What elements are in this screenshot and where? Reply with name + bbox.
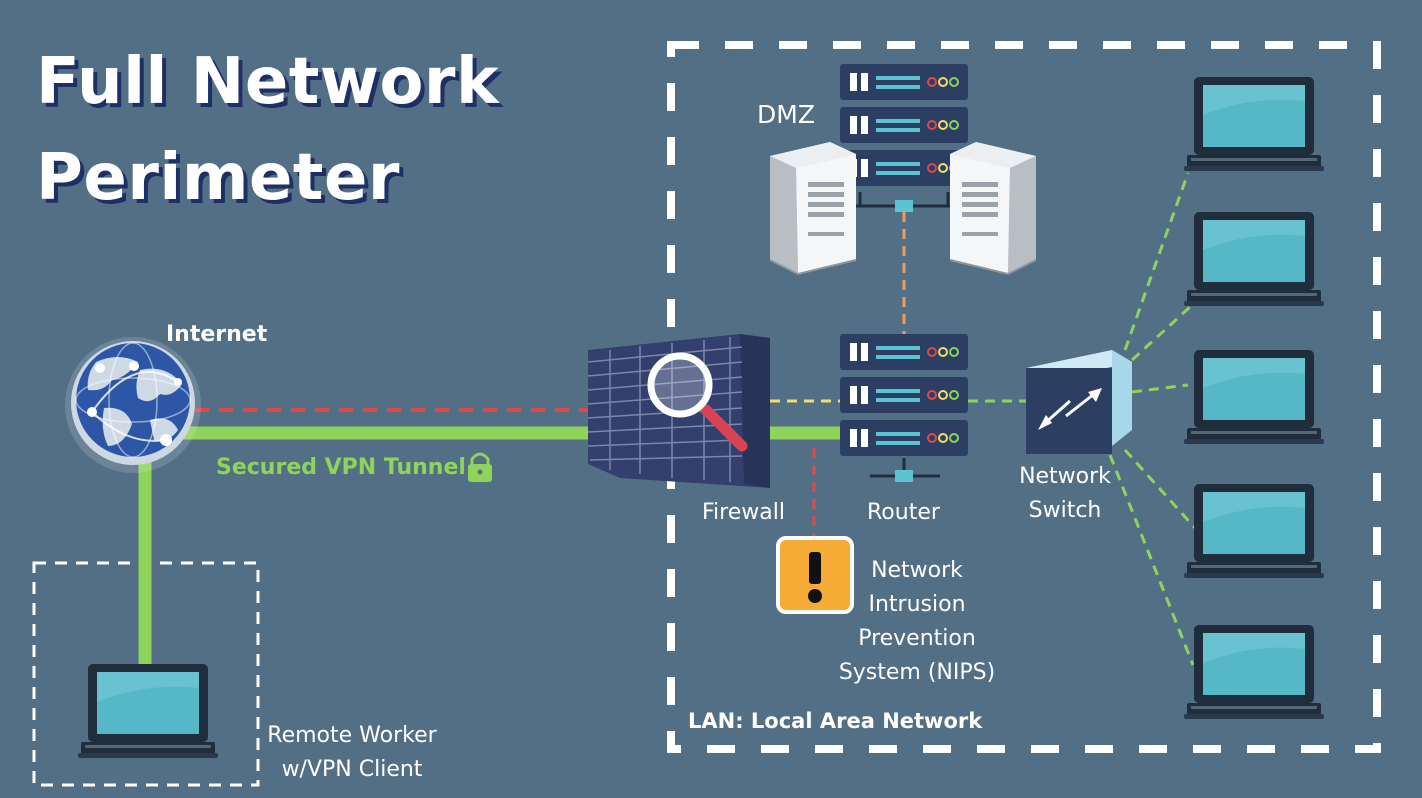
tower-server-icon bbox=[949, 141, 1037, 275]
laptop-icon bbox=[1184, 77, 1324, 171]
dmz-label: DMZ bbox=[757, 100, 815, 129]
switch-laptop-links bbox=[1108, 172, 1197, 666]
dmz-rack-icon bbox=[839, 63, 969, 212]
laptop-icon bbox=[1184, 212, 1324, 306]
network-switch-label: Network Switch bbox=[1005, 460, 1125, 528]
nips-label-line-2: Intrusion bbox=[868, 592, 966, 617]
title-line-2: Perimeter bbox=[36, 141, 400, 215]
lock-icon bbox=[468, 452, 492, 482]
laptop-icon bbox=[78, 664, 218, 758]
laptop-icon bbox=[1184, 484, 1324, 578]
nips-label-line-3: Prevention bbox=[858, 626, 976, 651]
remote-label-line-2: w/VPN Client bbox=[281, 757, 423, 782]
nips-label-line-1: Network bbox=[871, 558, 963, 583]
laptop-icon bbox=[1184, 350, 1324, 444]
title-line-1: Full Network bbox=[36, 45, 500, 119]
internet-label: Internet bbox=[166, 322, 268, 347]
nips-label: Network Intrusion Prevention System (NIP… bbox=[827, 554, 1007, 690]
laptop-icon bbox=[1184, 625, 1324, 719]
nips-label-line-4: System (NIPS) bbox=[838, 660, 996, 685]
vpn-tunnel-label: Secured VPN Tunnel bbox=[216, 455, 466, 480]
switch-label-line-2: Switch bbox=[1028, 498, 1102, 523]
lan-label: LAN: Local Area Network bbox=[688, 709, 983, 733]
switch-label-line-1: Network bbox=[1019, 464, 1111, 489]
remote-worker-label: Remote Worker w/VPN Client bbox=[258, 719, 446, 787]
page-title: Full Network Perimeter bbox=[36, 34, 499, 226]
tower-server-icon bbox=[769, 141, 857, 275]
globe-icon bbox=[65, 337, 201, 473]
router-icon bbox=[839, 333, 969, 482]
magnifier-icon bbox=[647, 352, 748, 452]
router-label: Router bbox=[867, 500, 940, 525]
switch-icon bbox=[1026, 350, 1132, 454]
warning-icon bbox=[776, 536, 854, 614]
firewall-label: Firewall bbox=[702, 500, 785, 525]
remote-label-line-1: Remote Worker bbox=[267, 723, 437, 748]
